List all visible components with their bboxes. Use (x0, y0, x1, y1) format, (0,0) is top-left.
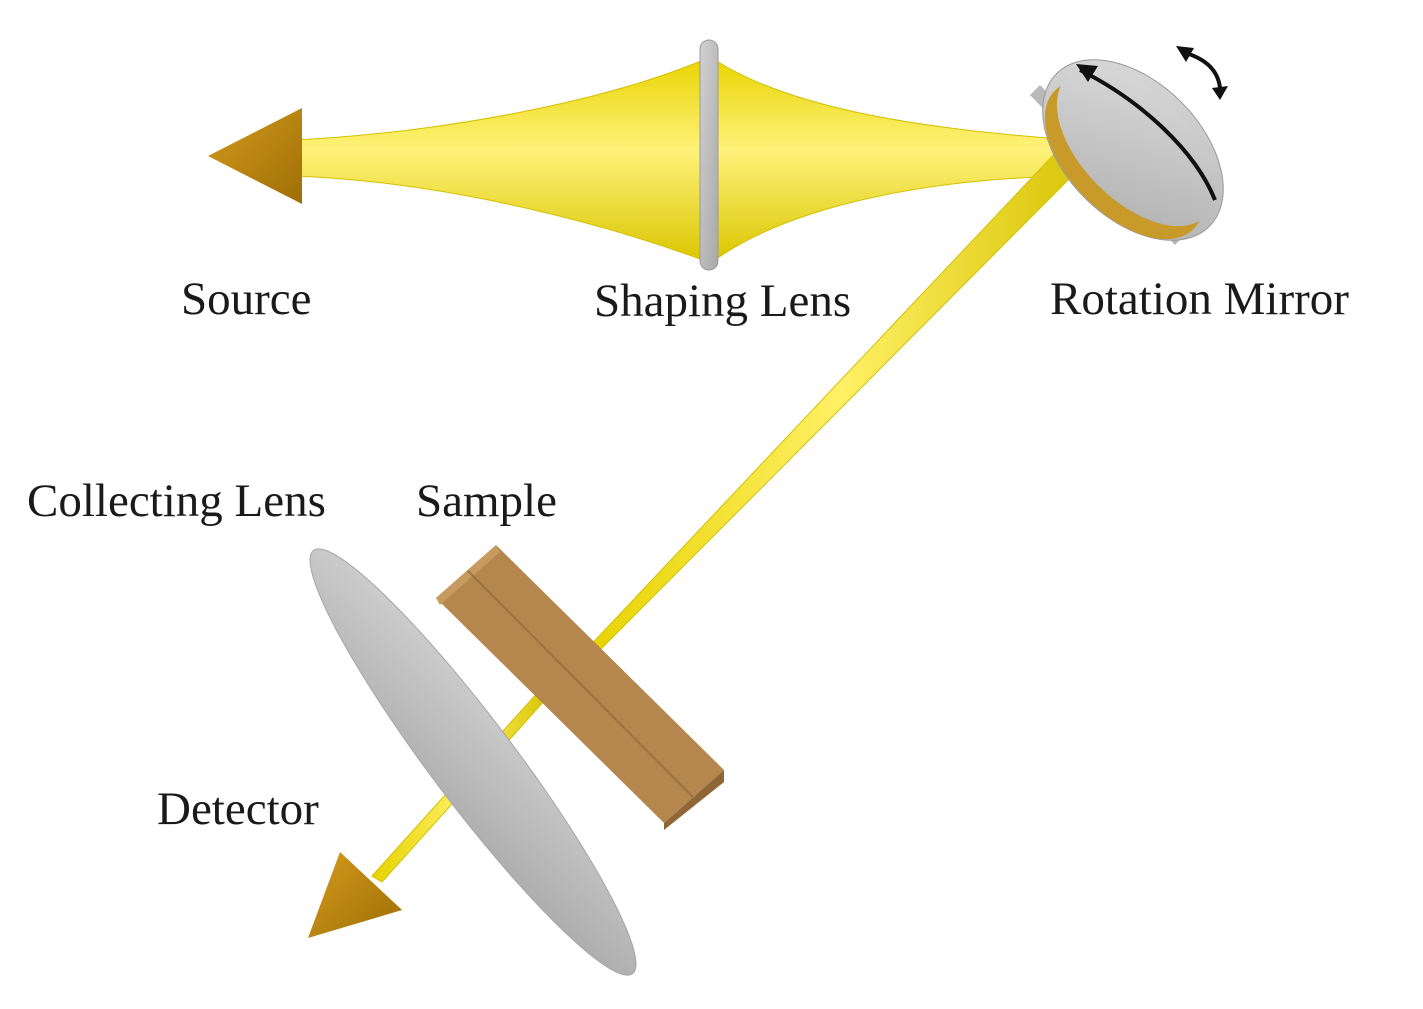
shaped-beam (711, 57, 1076, 263)
sample (436, 545, 724, 830)
label-collecting-lens: Collecting Lens (27, 475, 326, 527)
source-arrowhead (208, 108, 302, 204)
label-detector: Detector (157, 783, 319, 835)
detector-arrowhead (308, 852, 402, 938)
shaping-lens (699, 39, 719, 271)
label-rotation-mirror: Rotation Mirror (1050, 273, 1349, 325)
label-source: Source (181, 273, 312, 325)
source-beam (294, 57, 709, 263)
rotation-arrow-icon (1176, 46, 1228, 100)
label-sample: Sample (416, 475, 557, 527)
label-shaping-lens: Shaping Lens (594, 275, 852, 327)
collecting-lens (309, 548, 637, 976)
rotation-mirror (1030, 59, 1224, 245)
